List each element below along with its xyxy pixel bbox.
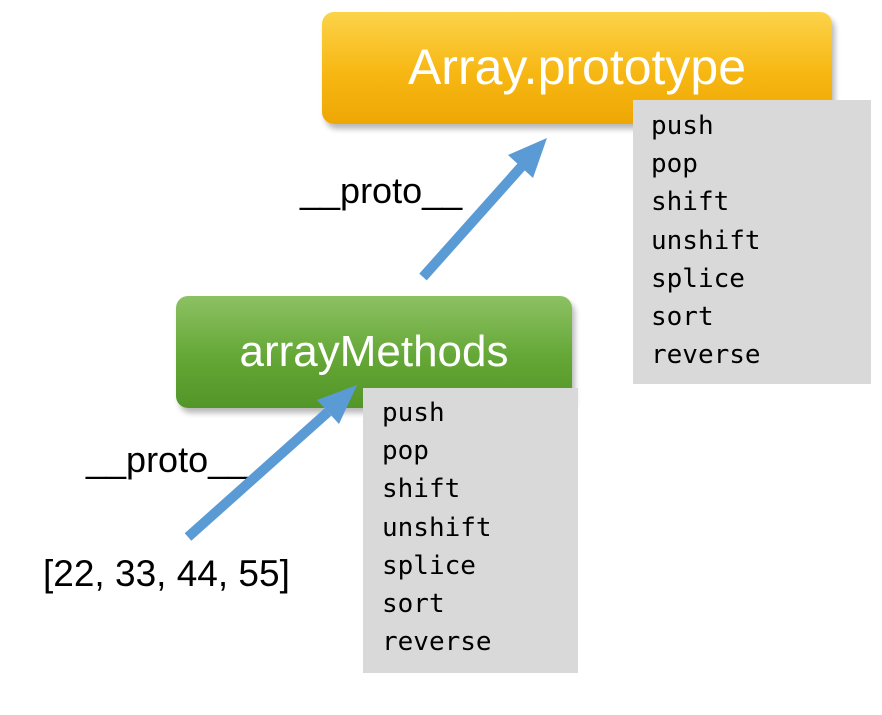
prototype-methods-list: push pop shift unshift splice sort rever…: [633, 100, 871, 384]
upper-arrowhead: [508, 138, 547, 178]
prototype-method: shift: [651, 187, 730, 218]
array-literal: [22, 33, 44, 55]: [43, 553, 290, 594]
proto-link-label-upper: __proto__: [300, 170, 463, 211]
prototype-method: unshift: [651, 225, 761, 256]
array-method: shift: [382, 474, 461, 505]
prototype-method: push: [651, 111, 714, 141]
array-prototype-label: Array.prototype: [407, 39, 747, 95]
array-methods-label: arrayMethods: [239, 327, 509, 376]
prototype-method: pop: [651, 149, 698, 180]
array-method: unshift: [382, 512, 492, 543]
array-method: push: [382, 398, 445, 428]
array-method: pop: [382, 436, 429, 467]
prototype-method: splice: [651, 263, 745, 294]
proto-link-label-lower: __proto__: [86, 439, 249, 480]
array-method: reverse: [382, 627, 492, 658]
prototype-method: sort: [651, 301, 714, 332]
array-prototype-box: Array.prototype: [322, 12, 832, 124]
prototype-method: reverse: [651, 340, 761, 371]
array-method: sort: [382, 588, 445, 619]
array-method: splice: [382, 550, 476, 581]
array-methods-list: push pop shift unshift splice sort rever…: [363, 388, 578, 673]
